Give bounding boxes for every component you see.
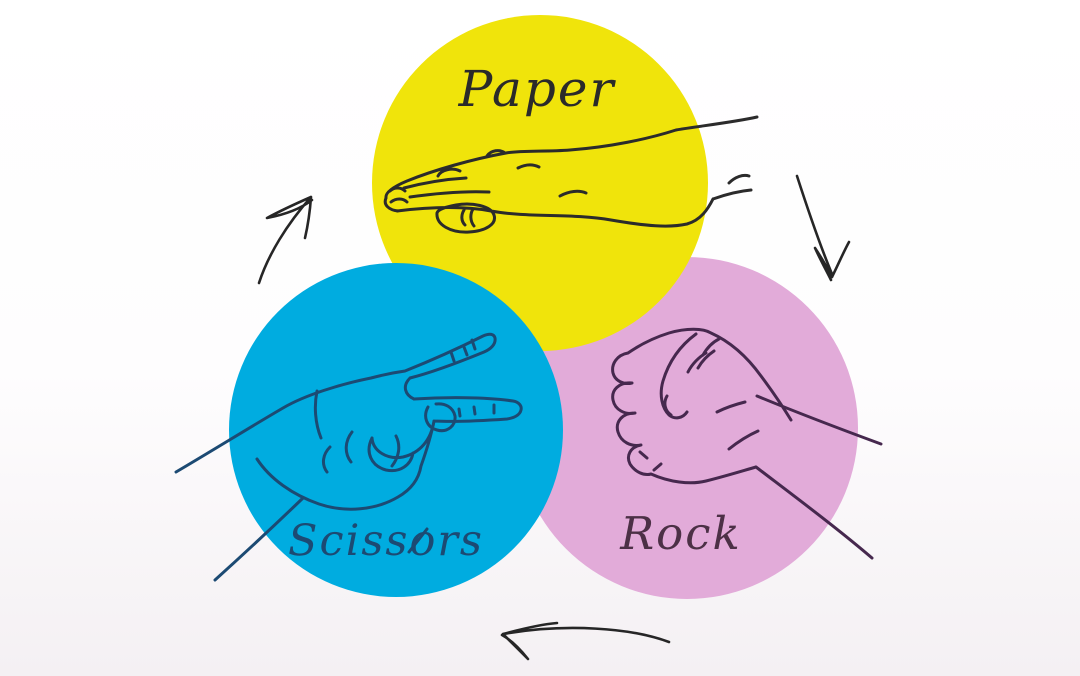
paper-node: Paper <box>372 15 759 351</box>
rock-node: Rock <box>516 257 883 599</box>
two-finger-hand-icon <box>174 332 523 582</box>
rock-hand <box>611 327 883 560</box>
rock-label: Rock <box>619 507 741 560</box>
paper-circle <box>372 15 708 351</box>
paper-hand <box>383 115 759 234</box>
arrow-rock-to-scissors-icon <box>500 621 671 661</box>
arrow-scissors-to-paper-icon <box>257 195 314 285</box>
scissors-circle <box>229 263 563 597</box>
scissors-label: Scissors <box>288 516 484 566</box>
scissors-label-o-slash <box>407 527 429 554</box>
paper-label: Paper <box>458 60 617 118</box>
scissors-node: Scissors <box>174 263 563 597</box>
arrow-paper-to-rock-icon <box>795 174 851 282</box>
scissors-hand <box>174 332 523 582</box>
flat-hand-icon <box>383 115 759 234</box>
fist-hand-icon <box>611 327 883 560</box>
rock-circle <box>516 257 858 599</box>
cycle-arrows <box>257 174 851 661</box>
